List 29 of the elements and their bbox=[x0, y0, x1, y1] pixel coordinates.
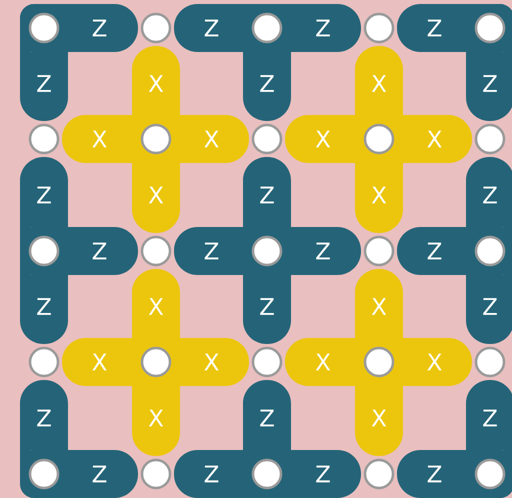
stabilizer-arm: Z bbox=[466, 380, 512, 450]
stabilizer-arm: X bbox=[132, 386, 180, 456]
qubit-circle bbox=[474, 124, 506, 154]
qubit-circle bbox=[252, 458, 282, 490]
stabilizer-arm: Z bbox=[466, 157, 512, 227]
stabilizer-arm: Z bbox=[20, 157, 68, 227]
stabilizer-arm: Z bbox=[466, 275, 512, 344]
stabilizer-arm: X bbox=[132, 46, 180, 115]
stabilizer-arm: Z bbox=[466, 52, 512, 121]
qubit-circle bbox=[28, 458, 60, 490]
qubit-circle bbox=[140, 458, 172, 490]
stabilizer-arm: Z bbox=[243, 157, 291, 227]
stabilizer-arm: X bbox=[132, 269, 180, 338]
qubit-circle bbox=[474, 458, 506, 490]
stabilizer-arm: Z bbox=[243, 52, 291, 121]
qubit-circle bbox=[364, 458, 394, 490]
stabilizer-arm: X bbox=[355, 46, 403, 115]
qubit-circle bbox=[474, 12, 506, 44]
stabilizer-arm: X bbox=[132, 163, 180, 233]
qubit-circle bbox=[474, 236, 506, 266]
stabilizer-arm: Z bbox=[20, 52, 68, 121]
stabilizer-arm: X bbox=[355, 269, 403, 338]
stabilizer-arm: Z bbox=[243, 380, 291, 450]
stabilizer-arm: Z bbox=[20, 275, 68, 344]
stabilizer-arm: Z bbox=[20, 380, 68, 450]
stabilizer-arm: X bbox=[355, 386, 403, 456]
stabilizer-arm: Z bbox=[243, 275, 291, 344]
stabilizer-arm: X bbox=[355, 163, 403, 233]
qubit-circle bbox=[474, 346, 506, 378]
